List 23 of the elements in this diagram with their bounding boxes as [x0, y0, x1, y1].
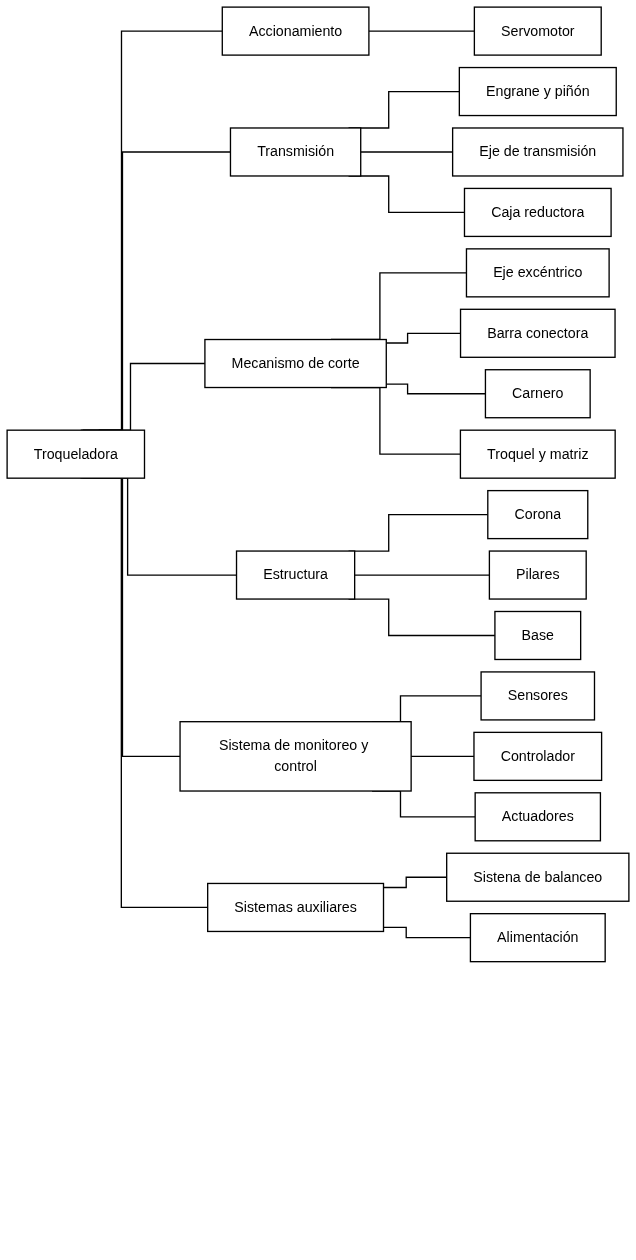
- node-box: Servomotor: [473, 6, 602, 56]
- node-box: Barra conectora: [459, 308, 616, 358]
- node-box: Engrane y piñón: [458, 66, 617, 117]
- node-box: Sensores: [480, 671, 596, 721]
- node-box: Accionamiento: [221, 6, 370, 56]
- node-box: Troqueladora: [6, 429, 146, 479]
- node-box: Sistena de balanceo: [446, 852, 630, 902]
- node-box: Estructura: [235, 550, 356, 600]
- node-box: Eje de transmisión: [451, 127, 624, 177]
- node-box: Sistema de monitoreo y control: [179, 721, 412, 792]
- node-box: Caja reductora: [463, 187, 612, 238]
- node-box: Corona: [487, 489, 589, 540]
- node-box: Carnero: [484, 369, 591, 419]
- node-box: Pilares: [488, 550, 587, 600]
- node-box: Sistemas auxiliares: [207, 882, 385, 933]
- node-box: Base: [494, 610, 582, 661]
- node-box: Alimentación: [469, 913, 606, 963]
- node-box: Mecanismo de corte: [204, 338, 387, 389]
- node-box: Eje excéntrico: [465, 248, 610, 298]
- node-box: Troquel y matriz: [459, 429, 616, 479]
- node-box: Controlador: [473, 731, 603, 782]
- node-box: Actuadores: [474, 792, 602, 842]
- node-box: Transmisión: [229, 127, 362, 177]
